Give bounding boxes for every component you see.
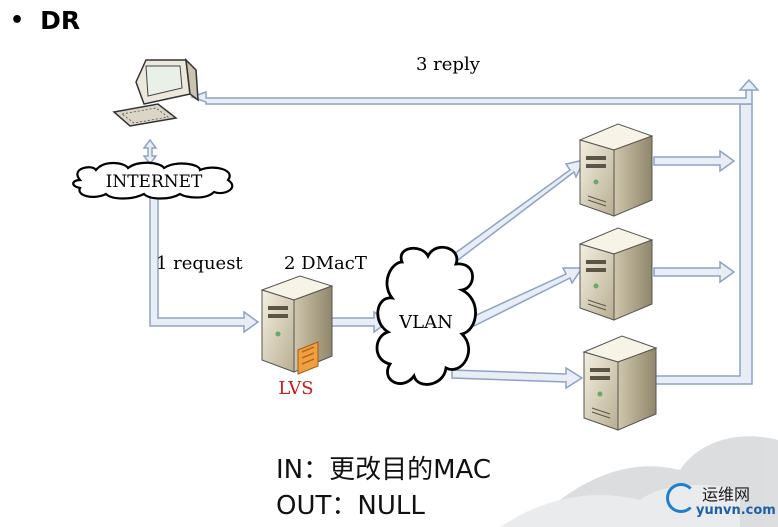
- request-label: 1 request: [156, 253, 243, 274]
- server1-out-arrow: [653, 149, 736, 173]
- heading-text: DR: [40, 5, 81, 35]
- client-internet-arrow: [142, 138, 158, 166]
- caption-out: OUT：NULL: [276, 491, 425, 521]
- vlan-to-server2-arrow: [468, 267, 584, 328]
- server3-out-arrow: [653, 103, 753, 385]
- client-computer-icon: [112, 57, 199, 127]
- caption-in: IN：更改目的MAC: [276, 455, 492, 485]
- reply-arrow: [189, 89, 753, 105]
- real-server-2-icon: [578, 227, 654, 321]
- lvs-server-icon: [260, 275, 334, 375]
- vlan-to-server3-arrow: [451, 366, 584, 390]
- logo-domain: yunvn.com: [696, 503, 776, 518]
- real-server-3-icon: [582, 335, 658, 431]
- real-server-1-icon: [578, 123, 654, 217]
- server2-out-arrow: [653, 260, 736, 284]
- vlan-cloud: VLAN: [375, 245, 477, 386]
- reply-label: 3 reply: [416, 54, 481, 75]
- internet-label: INTERNET: [106, 172, 203, 192]
- lvs-label: LVS: [278, 378, 313, 399]
- dr-caption: IN：更改目的MAC OUT：NULL: [276, 452, 491, 524]
- dmac-label: 2 DMacT: [284, 253, 367, 274]
- flow-arrows: [142, 78, 760, 390]
- vlan-label: VLAN: [398, 312, 453, 333]
- logo-name: 运维网: [702, 485, 751, 504]
- internet-cloud: INTERNET: [72, 161, 234, 200]
- slide-heading: • DR: [10, 2, 80, 38]
- vlan-to-server1-arrow: [452, 158, 586, 262]
- heading-bullet: •: [10, 7, 25, 33]
- request-arrow: [149, 195, 260, 334]
- site-logo: 运维网 yunvn.com: [662, 479, 776, 523]
- logo-mark-icon: [666, 483, 696, 513]
